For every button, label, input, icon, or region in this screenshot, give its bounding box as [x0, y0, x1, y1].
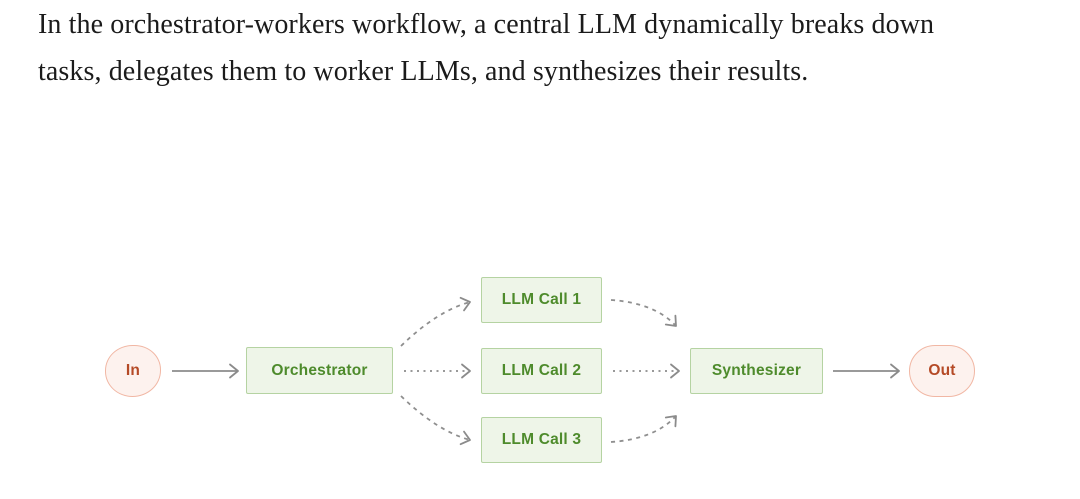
node-synthesizer: Synthesizer: [690, 348, 823, 394]
node-llm-call-1: LLM Call 1: [481, 277, 602, 323]
arrow-orchestrator-to-llm3: [400, 395, 471, 446]
arrow-llm3-to-synthesizer: [610, 415, 677, 443]
intro-paragraph: In the orchestrator-workers workflow, a …: [38, 1, 1048, 95]
intro-text-line-2: tasks, delegates them to worker LLMs, an…: [38, 56, 809, 87]
intro-text-line-1: In the orchestrator-workers workflow, a …: [38, 9, 935, 40]
node-orchestrator-label: Orchestrator: [271, 361, 368, 379]
node-llm-call-2-label: LLM Call 2: [501, 362, 582, 379]
node-llm-call-1-label: LLM Call 1: [501, 291, 582, 308]
node-in-label: In: [125, 362, 141, 379]
node-out: Out: [909, 345, 975, 397]
node-out-label: Out: [928, 362, 956, 379]
node-synthesizer-label: Synthesizer: [711, 362, 802, 379]
node-llm-call-3: LLM Call 3: [481, 417, 602, 463]
node-orchestrator: Orchestrator: [246, 347, 393, 394]
arrow-llm1-to-synthesizer: [610, 299, 677, 327]
node-llm-call-2: LLM Call 2: [481, 348, 602, 394]
node-llm-call-3-label: LLM Call 3: [501, 431, 582, 448]
arrow-orchestrator-to-llm1: [400, 296, 471, 347]
node-in: In: [105, 345, 161, 397]
